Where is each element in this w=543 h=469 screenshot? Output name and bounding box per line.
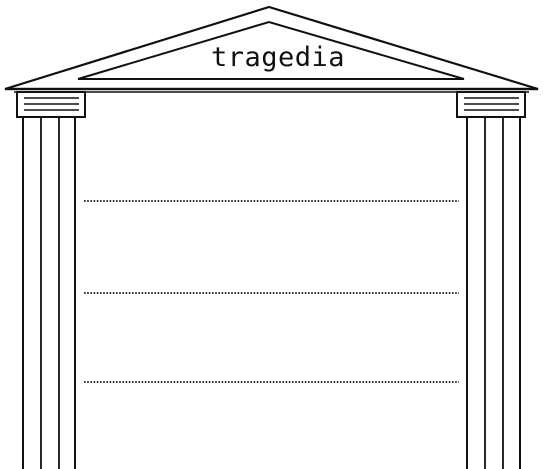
left-column [17,92,85,469]
writing-lines [84,201,459,382]
right-column [457,92,525,469]
pediment: tragedia [5,7,538,92]
temple-title: tragedia [211,42,345,73]
